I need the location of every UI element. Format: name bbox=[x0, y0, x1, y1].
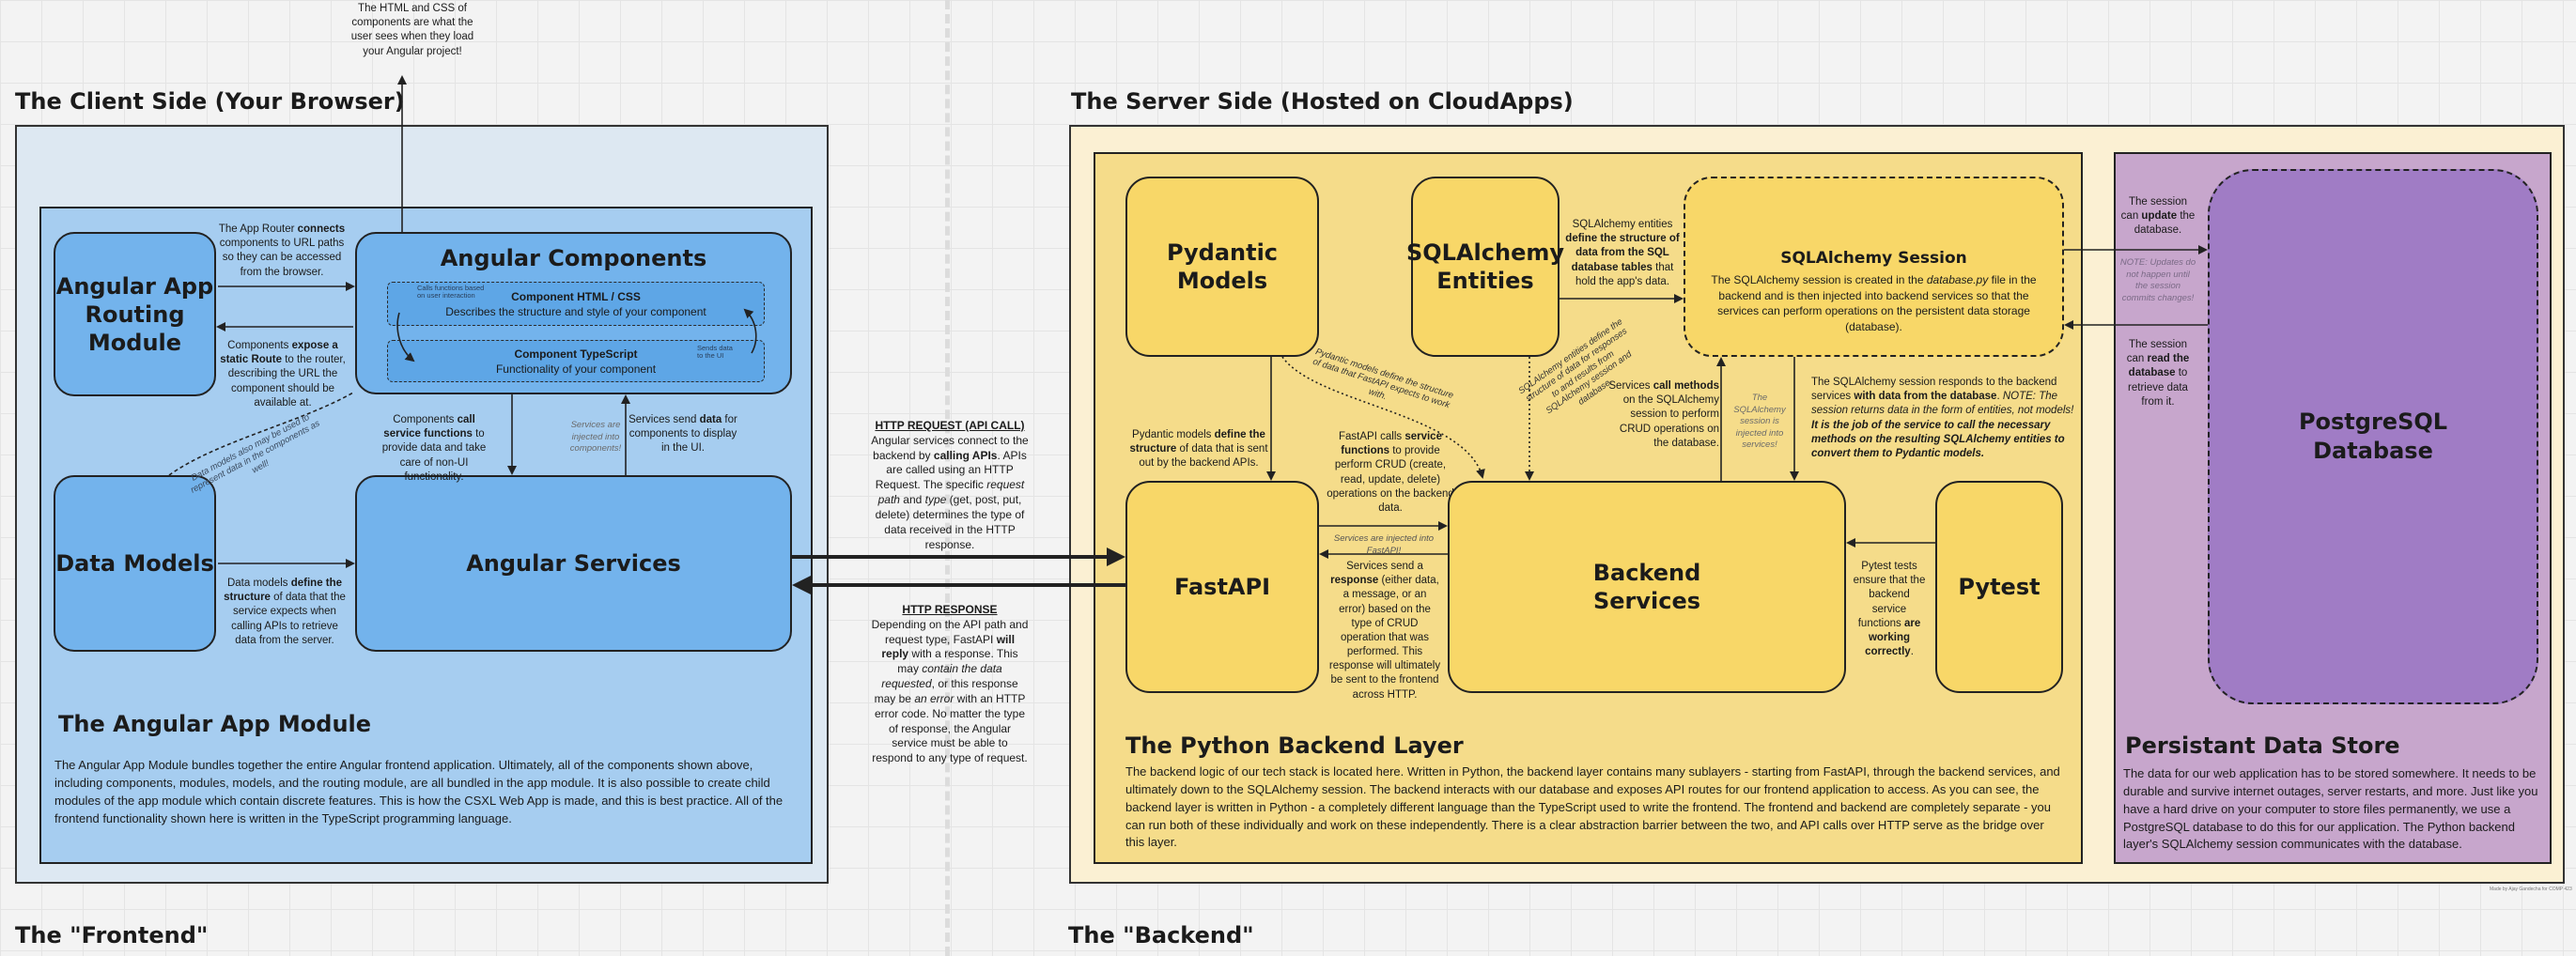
services-send-data-text: Services send data for components to dis… bbox=[628, 414, 737, 455]
services-injected-note: Services are injected into components! bbox=[569, 420, 622, 455]
frontend-label: The "Frontend" bbox=[15, 922, 209, 948]
data-models-label: Data Models bbox=[55, 550, 214, 577]
http-request-note: HTTP REQUEST (API CALL) Angular services… bbox=[871, 419, 1029, 551]
angular-services-box[interactable]: Angular Services bbox=[355, 475, 792, 652]
backend-label: The "Backend" bbox=[1068, 922, 1254, 948]
session-read-text: The session can read the database to ret… bbox=[2126, 339, 2190, 408]
top-note: The HTML and CSS of components are what … bbox=[350, 3, 474, 57]
component-html-desc: Describes the structure and style of you… bbox=[445, 305, 706, 318]
session-injected-note: The SQLAlchemy session is injected into … bbox=[1733, 393, 1786, 451]
component-ts-desc: Functionality of your component bbox=[495, 362, 657, 376]
sqlalchemy-session-title: SQLAlchemy Session bbox=[1780, 249, 1967, 268]
router-connects-text: The App Router connects components to UR… bbox=[218, 224, 346, 278]
frontend-backend-divider bbox=[945, 0, 950, 956]
server-side-heading: The Server Side (Hosted on CloudApps) bbox=[1071, 88, 1574, 115]
app-module-desc: The Angular App Module bundles together … bbox=[54, 758, 784, 825]
session-responds-text: The SQLAlchemy session responds to the b… bbox=[1811, 377, 2074, 459]
static-route-text: Components expose a static Route to the … bbox=[220, 340, 346, 409]
component-html-title: Component HTML / CSS bbox=[511, 290, 641, 303]
services-injected-fastapi-note: Services are injected into FastAPI! bbox=[1333, 533, 1435, 556]
data-models-define-text: Data models define the structure of data… bbox=[224, 578, 346, 646]
pydantic-define-text: Pydantic models define the structure of … bbox=[1129, 429, 1268, 470]
fastapi-box[interactable]: FastAPI bbox=[1125, 481, 1319, 693]
python-backend-desc: The backend logic of our tech stack is l… bbox=[1125, 764, 2060, 850]
routing-module-box[interactable]: Angular App Routing Module bbox=[54, 232, 216, 396]
python-backend-title: The Python Backend Layer bbox=[1125, 732, 1464, 759]
sqlalchemy-session-desc: The SQLAlchemy session is created in the… bbox=[1711, 272, 2037, 334]
updates-note: NOTE: Updates do not happen until the se… bbox=[2119, 257, 2196, 303]
component-ts-title: Component TypeScript bbox=[514, 347, 638, 361]
postgres-label: PostgreSQL Database bbox=[2298, 408, 2448, 464]
services-call-methods-text: Services call methods on the SQLAlchemy … bbox=[1608, 380, 1719, 449]
fastapi-calls-text: FastAPI calls service functions to provi… bbox=[1327, 431, 1454, 514]
backend-services-box[interactable]: Backend Services bbox=[1448, 481, 1846, 693]
pytest-box[interactable]: Pytest bbox=[1935, 481, 2063, 693]
postgres-box[interactable]: PostgreSQL Database bbox=[2208, 169, 2538, 704]
call-service-fn-text: Components call service functions to pro… bbox=[381, 414, 487, 483]
client-side-heading: The Client Side (Your Browser) bbox=[15, 88, 405, 115]
entities-define-text: SQLAlchemy entities define the structure… bbox=[1565, 219, 1680, 287]
pytest-label: Pytest bbox=[1958, 574, 2041, 600]
data-models-box[interactable]: Data Models bbox=[54, 475, 216, 652]
persistent-desc: The data for our web application has to … bbox=[2123, 766, 2538, 852]
angular-services-label: Angular Services bbox=[466, 550, 681, 577]
backend-services-label: Backend Services bbox=[1592, 560, 1701, 614]
routing-module-label: Angular App Routing Module bbox=[55, 272, 214, 356]
http-response-note: HTTP RESPONSE Depending on the API path … bbox=[871, 603, 1029, 765]
session-update-text: The session can update the database. bbox=[2120, 196, 2196, 237]
sends-data-note: Sends data to the UI bbox=[697, 344, 733, 361]
pytest-note-text: Pytest tests ensure that the backend ser… bbox=[1853, 561, 1926, 658]
fastapi-label: FastAPI bbox=[1173, 574, 1271, 600]
services-send-response-text: Services send a response (either data, a… bbox=[1328, 561, 1441, 701]
pydantic-models-box[interactable]: Pydantic Models bbox=[1125, 177, 1319, 357]
persistent-title: Persistant Data Store bbox=[2125, 732, 2400, 759]
sqlalchemy-session-box[interactable]: SQLAlchemy Session The SQLAlchemy sessio… bbox=[1684, 177, 2064, 357]
component-ts-box[interactable]: Component TypeScript Functionality of yo… bbox=[387, 340, 765, 382]
angular-components-label: Angular Components bbox=[440, 245, 707, 271]
pydantic-models-label: Pydantic Models bbox=[1166, 239, 1279, 294]
calls-functions-note: Calls functions based on user interactio… bbox=[417, 284, 485, 301]
app-module-title: The Angular App Module bbox=[58, 711, 372, 737]
credit-text: Made by Ajay Gandecha for COMP 423 bbox=[2490, 887, 2572, 892]
sqlalchemy-entities-label: SQLAlchemy Entities bbox=[1405, 239, 1565, 294]
component-html-box[interactable]: Component HTML / CSS Describes the struc… bbox=[387, 282, 765, 326]
sqlalchemy-entities-box[interactable]: SQLAlchemy Entities bbox=[1406, 177, 1564, 357]
